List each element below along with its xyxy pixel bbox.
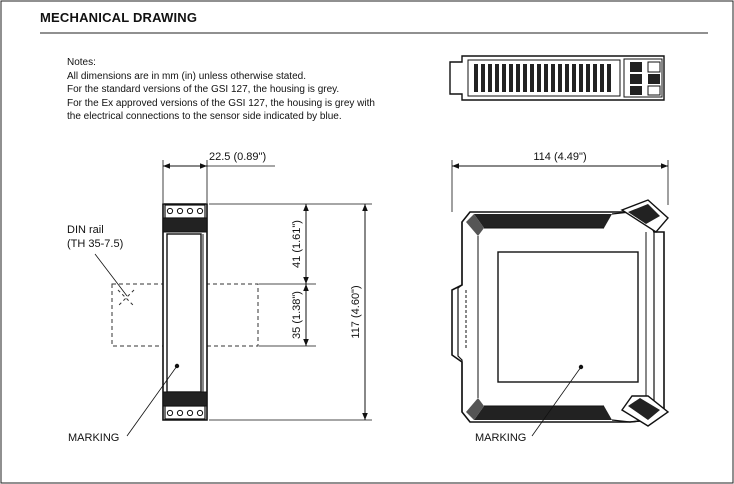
vent-slot — [607, 64, 611, 92]
page-title: MECHANICAL DRAWING — [40, 10, 198, 25]
notes-line: the electrical connections to the sensor… — [67, 111, 342, 122]
notes-line: All dimensions are in mm (in) unless oth… — [67, 70, 306, 82]
din-rail-label: DIN rail — [67, 224, 104, 236]
vent-slot — [488, 64, 492, 92]
vent-slot — [579, 64, 583, 92]
vent-slot — [600, 64, 604, 92]
front-marking-label: MARKING — [68, 432, 119, 444]
dim-35: 35 (1.38") — [291, 291, 303, 339]
notes-line: For the Ex approved versions of the GSI … — [67, 97, 375, 109]
vent-slot — [551, 64, 555, 92]
vent-slot — [495, 64, 499, 92]
side-width-dim: 114 (4.49") — [533, 151, 586, 163]
front-width-dim: 22.5 (0.89") — [209, 151, 266, 163]
side-view: 114 (4.49") MARKING — [451, 151, 670, 444]
side-marking-label: MARKING — [475, 432, 526, 444]
vent-slot — [474, 64, 478, 92]
label-panel — [497, 251, 639, 383]
din-rail-left — [111, 283, 165, 347]
vent-slot — [565, 64, 569, 92]
notes-heading: Notes: — [67, 57, 96, 68]
vent-slot — [530, 64, 534, 92]
dim-41: 41 (1.61") — [291, 220, 303, 268]
vent-slot — [502, 64, 506, 92]
vent-slot — [481, 64, 485, 92]
din-rail-spec: (TH 35-7.5) — [67, 238, 123, 250]
front-view: 22.5 (0.89") 41 (1.61") 35 (1.38") 117 (… — [67, 151, 372, 444]
vent-slot — [544, 64, 548, 92]
notes-block: Notes: All dimensions are in mm (in) unl… — [67, 56, 375, 124]
vent-slot — [516, 64, 520, 92]
notes-line: For the standard versions of the GSI 127… — [67, 84, 340, 95]
vent-slot — [586, 64, 590, 92]
vent-slot — [523, 64, 527, 92]
vent-slot — [537, 64, 541, 92]
vent-slot — [509, 64, 513, 92]
vent-slot — [593, 64, 597, 92]
vent-slot — [558, 64, 562, 92]
top-view — [449, 55, 665, 101]
din-rail-right — [205, 283, 259, 347]
dim-117: 117 (4.60") — [350, 285, 362, 338]
vent-slot — [572, 64, 576, 92]
